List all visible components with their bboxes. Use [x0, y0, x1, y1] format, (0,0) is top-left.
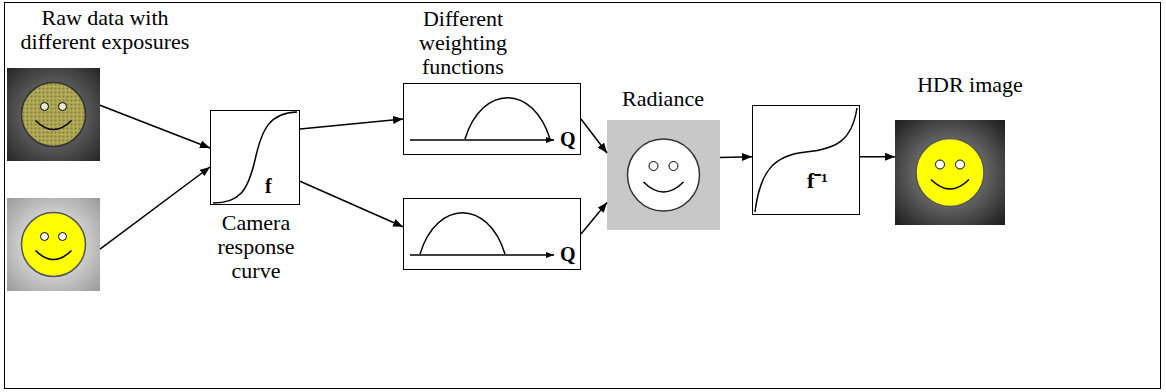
face	[22, 213, 86, 277]
box-caption: Camera response curve	[206, 211, 306, 284]
eye	[59, 103, 67, 111]
box-heading: Different weighting functions	[403, 7, 523, 80]
arrow-connector	[860, 156, 895, 158]
response-curve-box: fCamera response curve	[210, 110, 300, 205]
connector-group	[860, 156, 895, 157]
response-curve	[213, 112, 297, 203]
connector-group	[300, 119, 403, 129]
hdr-image: HDR image	[895, 120, 1005, 225]
weighting-box: Different weighting functionsQ	[403, 83, 581, 155]
function-symbol: f⁻¹	[807, 169, 828, 193]
raw-image	[7, 198, 100, 291]
smile	[931, 180, 969, 190]
radiance-image	[607, 120, 720, 230]
arrow-connector	[300, 119, 403, 129]
connector-group	[100, 167, 210, 249]
arrow-connector	[300, 181, 403, 227]
arrow-connector	[720, 156, 752, 158]
eye	[41, 233, 49, 241]
eye	[649, 162, 658, 171]
raw-image: Raw data with different exposures	[7, 68, 100, 161]
inverse-response-box: f⁻¹	[752, 105, 860, 215]
q-axis	[410, 254, 554, 256]
smiley-face	[916, 139, 984, 207]
eye	[669, 162, 678, 171]
inverse-response-curve	[755, 108, 857, 212]
smiley-face	[22, 83, 86, 147]
outer-frame	[5, 3, 1161, 389]
smiley-face	[628, 139, 700, 211]
smile	[644, 182, 684, 192]
smiley-face	[22, 213, 86, 277]
smile	[36, 251, 72, 260]
q-axis	[410, 139, 554, 141]
face	[22, 83, 86, 147]
image-heading: Raw data with different exposures	[10, 6, 200, 54]
connector-group	[300, 181, 403, 227]
weighting-curve	[420, 213, 505, 254]
weighting-box: Q	[403, 198, 581, 270]
radiance-image: Radiance	[607, 120, 720, 230]
image-heading: HDR image	[900, 73, 1040, 97]
arrow-connector	[100, 105, 210, 148]
face	[628, 139, 700, 211]
connector-group	[581, 119, 607, 153]
arrow-connector	[581, 119, 607, 153]
connector-group	[720, 156, 752, 158]
eye	[936, 160, 945, 169]
axis-label: Q	[560, 243, 576, 265]
bright-exposure-image	[7, 198, 100, 291]
smile	[36, 121, 72, 130]
arrow-connector	[100, 167, 210, 249]
eye	[59, 233, 67, 241]
eye	[41, 103, 49, 111]
hdr-picture	[895, 120, 1005, 225]
arrow-connector	[581, 203, 607, 235]
face	[916, 139, 984, 207]
function-symbol: f	[265, 175, 272, 197]
connector-group	[100, 105, 210, 148]
axis-label: Q	[560, 128, 576, 150]
weighting-curve	[465, 98, 550, 139]
dark-exposure-image	[7, 68, 100, 161]
eye	[956, 160, 965, 169]
image-heading: Radiance	[613, 87, 713, 111]
connector-group	[581, 203, 607, 235]
